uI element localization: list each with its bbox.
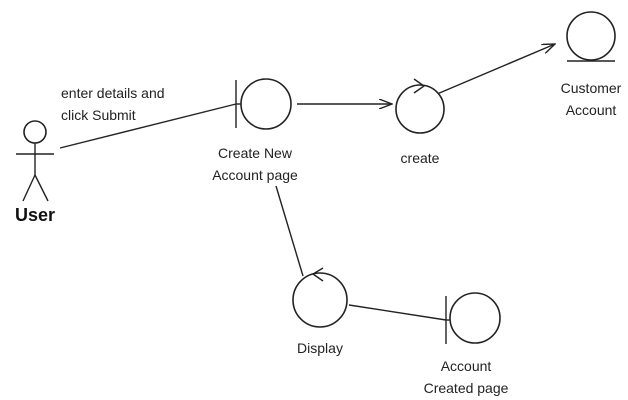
boundary-create-account-page-icon bbox=[235, 78, 292, 130]
entity-customer-account-icon bbox=[566, 11, 616, 62]
control-display-label: Display bbox=[297, 340, 343, 356]
user-actor bbox=[16, 120, 54, 202]
boundary-create-label-line1: Create New bbox=[218, 145, 293, 161]
connector-page-to-display bbox=[275, 185, 304, 277]
control-create-label: create bbox=[401, 150, 440, 166]
actor-head bbox=[23, 120, 47, 144]
message-label-line1: enter details and bbox=[61, 85, 165, 101]
boundary-account-created-page-icon bbox=[445, 292, 501, 344]
entity-customer-label-line2: Account bbox=[566, 102, 617, 118]
boundary-created-label-line1: Account bbox=[441, 358, 492, 374]
boundary-create-label-line2: Account page bbox=[212, 167, 298, 183]
actor-label: User bbox=[15, 205, 55, 225]
connector-user-to-create-account-page bbox=[59, 103, 237, 149]
actor-right-leg bbox=[34, 174, 49, 202]
connector-create-to-customer-account bbox=[429, 44, 555, 98]
control-display-icon bbox=[292, 267, 348, 328]
entity-customer-label-line1: Customer bbox=[561, 80, 622, 96]
boundary-created-label-line2: Created page bbox=[424, 380, 509, 396]
message-label-line2: click Submit bbox=[61, 107, 136, 123]
actor-left-leg bbox=[22, 174, 36, 202]
control-create-icon bbox=[395, 78, 445, 134]
connector-display-to-created-page bbox=[348, 304, 447, 321]
